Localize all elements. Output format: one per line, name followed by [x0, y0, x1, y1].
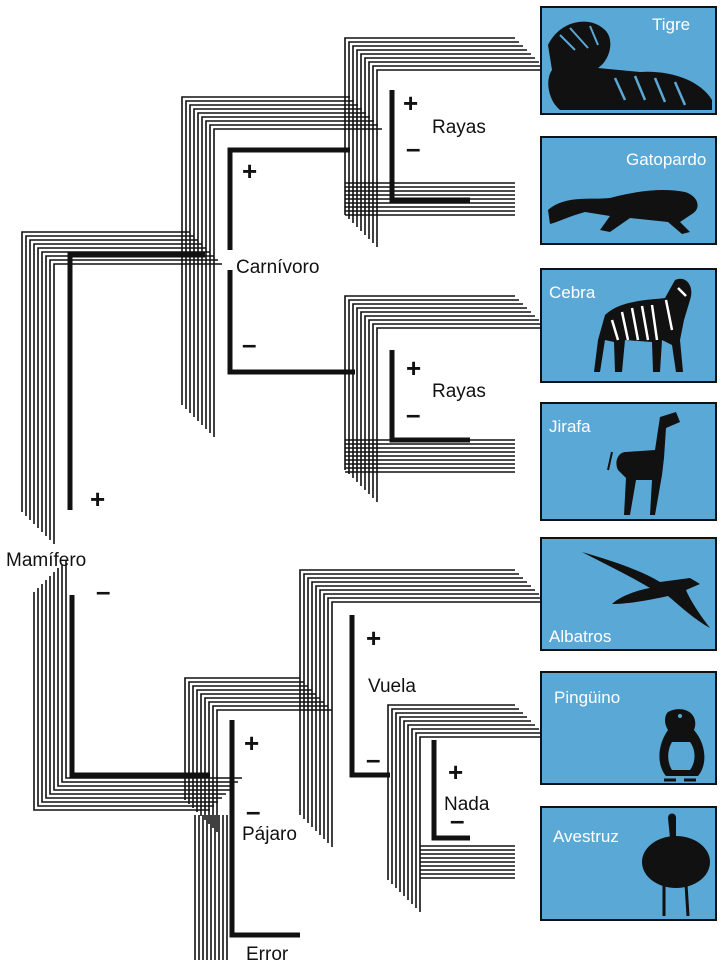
animal-name: Cebra [549, 283, 596, 302]
rayas-bottom-in-stripe [377, 328, 547, 502]
animal-card-jirafa: Jirafa [541, 403, 716, 520]
bird-in-stripe [205, 698, 320, 820]
root-upper-stripe [34, 244, 202, 524]
minus-sign: – [246, 796, 260, 826]
carnivoro-question-label: Carnívoro [236, 257, 319, 278]
root-lower-stripe [50, 576, 226, 794]
animal-card-gatopardo: Gatopardo [541, 137, 716, 244]
root-upper-stripe [38, 248, 206, 528]
root-upper-stripe [22, 232, 190, 512]
plus-sign: + [406, 353, 421, 383]
minus-sign: – [366, 744, 380, 774]
carnivoro-upper-stripe [186, 101, 354, 409]
error-label: Error [246, 944, 289, 963]
animal-name: Jirafa [549, 417, 591, 436]
animal-name: Tigre [652, 15, 690, 34]
vuela-question-label: Vuela [368, 676, 416, 697]
bird-in-stripe [209, 702, 324, 824]
root-upper-stripe [26, 236, 194, 516]
nada-in-stripe [420, 737, 547, 912]
plus-sign: + [448, 757, 463, 787]
error-terminal: Error [238, 940, 298, 963]
root-lower-stripe [58, 568, 234, 786]
rayas-top-in-stripe [345, 38, 515, 215]
rayas-top-in-stripe [361, 54, 531, 231]
animal-card-tigre: Tigre [541, 7, 716, 114]
minus-sign: – [450, 805, 464, 835]
root-upper-stripe [30, 240, 198, 520]
animal-card-albatros: Albatros [541, 538, 716, 650]
animal-card-cebra: Cebra [541, 269, 716, 382]
carnivoro-upper-stripe [182, 97, 350, 405]
rayas-top-question-label: Rayas [432, 117, 486, 138]
root-lower-stripe [42, 584, 218, 802]
animal-name: Albatros [549, 627, 611, 646]
animal-name: Avestruz [553, 827, 619, 846]
pajaro-question-label: Pájaro [242, 824, 297, 845]
rayas-top-in-stripe [373, 66, 543, 243]
root-upper-stripe [54, 264, 222, 544]
root-upper-stripe [50, 260, 218, 540]
decision-paths [70, 90, 470, 935]
animal-card-pinguino: Pingüino [541, 672, 716, 784]
plus-sign: + [403, 88, 418, 118]
root-lower-stripe [66, 560, 242, 778]
minus-sign: – [242, 329, 256, 359]
root-question-label: Mamífero [6, 550, 86, 571]
root-upper-stripe [42, 252, 210, 532]
minus-sign: – [96, 576, 110, 606]
rayas-bottom-question-label: Rayas [432, 381, 486, 402]
plus-sign: + [90, 484, 105, 514]
minus-sign: – [406, 133, 420, 163]
root-lower-stripe [54, 572, 230, 790]
minus-sign: – [406, 399, 420, 429]
animal-name: Pingüino [554, 688, 620, 707]
animal-name: Gatopardo [626, 150, 706, 169]
plus-sign: + [366, 623, 381, 653]
plus-sign: + [244, 728, 259, 758]
plus-sign: + [242, 156, 257, 186]
animal-card-avestruz: Avestruz [541, 807, 716, 920]
root-lower-stripe [62, 564, 238, 782]
